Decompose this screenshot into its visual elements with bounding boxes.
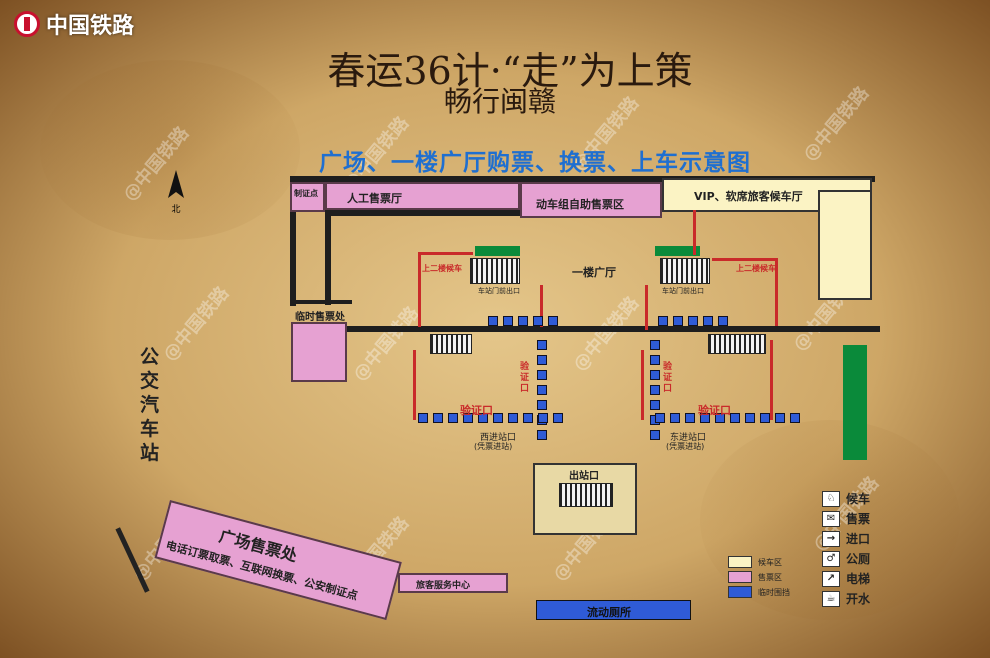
barrier-column	[650, 340, 660, 440]
swatch	[728, 571, 752, 583]
legend-item: ♘ 候车	[822, 490, 870, 507]
east-check-vertical: 验证口	[663, 362, 673, 394]
barrier-row	[488, 316, 558, 326]
wall	[292, 300, 352, 304]
wall	[325, 210, 525, 216]
legend-label: 开水	[846, 592, 871, 606]
id-office: 制证点	[290, 182, 325, 212]
legend-item: ↗ 电梯	[822, 570, 870, 587]
escalator-right	[660, 258, 710, 284]
emu-self-service-label: 动车组自助售票区	[536, 198, 624, 211]
platform-line	[325, 326, 880, 332]
route-line	[641, 350, 644, 420]
toilet-icon: ♂	[822, 550, 840, 567]
legend-area-label: 售票区	[758, 572, 782, 582]
first-floor-hall-label: 一楼广厅	[572, 266, 616, 279]
to-second-floor-right: 上二楼候车	[736, 264, 776, 273]
manual-ticket-hall: 人工售票厅	[325, 182, 520, 210]
stairs-right	[708, 334, 766, 354]
legend-area-label: 临时围挡	[758, 587, 790, 597]
passenger-service-center-label: 旅客服务中心	[416, 581, 471, 591]
barrier-row	[655, 413, 800, 423]
north-arrow-icon: 北	[166, 170, 186, 215]
green-marker	[655, 246, 700, 256]
brand-name: 中国铁路	[46, 14, 135, 39]
legend-area: 临时围挡	[728, 586, 790, 598]
passenger-service-center: 旅客服务中心	[398, 573, 508, 593]
barrier-column	[537, 340, 547, 440]
north-label: 北	[171, 205, 181, 215]
station-front-exit-right: 车站门前出口	[662, 287, 704, 295]
brand: 中国铁路	[14, 8, 134, 40]
route-line	[770, 340, 773, 420]
exit-area: 出站口	[533, 463, 637, 535]
temp-ticket-office	[291, 322, 347, 382]
legend-label: 候车	[846, 492, 871, 506]
legend-label: 售票	[846, 512, 871, 526]
east-entrance-note: (凭票进站)	[666, 442, 705, 451]
green-strip	[843, 345, 867, 460]
manual-ticket-hall-label: 人工售票厅	[347, 192, 402, 205]
railway-logo-icon	[14, 11, 40, 37]
swatch	[728, 586, 752, 598]
wall	[290, 176, 296, 306]
east-entrance-label: 东进站口	[670, 433, 707, 443]
barrier-row	[658, 316, 728, 326]
route-line	[693, 210, 696, 255]
west-entrance-label: 西进站口	[480, 433, 517, 443]
vip-waiting-label: VIP、软席旅客候车厅	[694, 190, 803, 203]
green-marker	[475, 246, 520, 256]
stairs-left	[430, 334, 472, 354]
paper-stain	[40, 60, 300, 240]
legend-label: 公厕	[846, 552, 871, 566]
escalator-left	[470, 258, 520, 284]
west-check-vertical: 验证口	[520, 362, 530, 394]
route-line	[418, 252, 473, 255]
barrier-row	[418, 413, 563, 423]
exit-label: 出站口	[569, 471, 599, 482]
to-second-floor-left: 上二楼候车	[422, 264, 462, 273]
legend-label: 进口	[846, 532, 871, 546]
exit-stairs	[559, 483, 613, 507]
legend-item: ✉ 售票	[822, 510, 870, 527]
legend-item: ☕ 开水	[822, 590, 870, 607]
temp-ticket-office-label: 临时售票处	[295, 312, 345, 323]
wall	[290, 176, 875, 182]
mobile-toilet: 流动厕所	[536, 600, 691, 620]
water-icon: ☕	[822, 590, 840, 607]
entrance-icon: →	[822, 530, 840, 547]
swatch	[728, 556, 752, 568]
route-line	[418, 252, 421, 327]
map-title: 广场、一楼广厅购票、换票、上车示意图	[319, 150, 751, 176]
bus-station-label: 公交汽车站	[140, 346, 160, 464]
waiting-icon: ♘	[822, 490, 840, 507]
station-front-exit-left: 车站门前出口	[478, 287, 520, 295]
legend-area: 售票区	[728, 571, 782, 583]
route-line	[645, 285, 648, 330]
west-entrance-note: (凭票进站)	[474, 442, 513, 451]
route-line	[413, 350, 416, 420]
id-office-label: 制证点	[294, 189, 318, 198]
legend-label: 电梯	[846, 572, 871, 586]
wall	[325, 210, 331, 305]
page-title: 春运36计·“走”为上策	[327, 49, 693, 93]
ticket-icon: ✉	[822, 510, 840, 527]
route-line	[775, 258, 778, 326]
escalator-icon: ↗	[822, 570, 840, 587]
legend-item: → 进口	[822, 530, 870, 547]
vip-waiting-wing	[818, 190, 872, 300]
legend-area: 候车区	[728, 556, 782, 568]
legend-area-label: 候车区	[758, 557, 782, 567]
page-subtitle: 畅行闽赣	[443, 85, 556, 118]
legend-item: ♂ 公厕	[822, 550, 870, 567]
mobile-toilet-label: 流动厕所	[587, 606, 631, 619]
emu-self-service-area: 动车组自助售票区	[520, 182, 662, 218]
west-check-label: 验证口	[460, 404, 493, 417]
route-line	[712, 258, 778, 261]
east-check-label: 验证口	[698, 404, 731, 417]
route-line	[540, 285, 543, 327]
